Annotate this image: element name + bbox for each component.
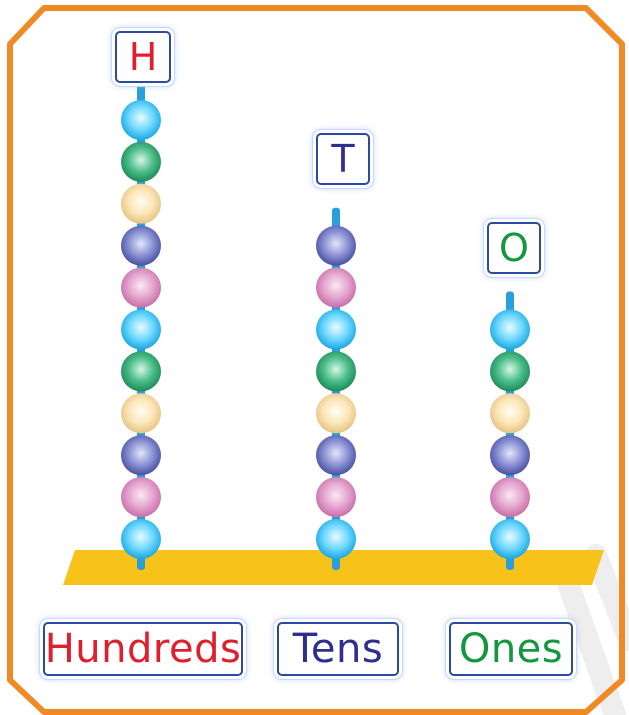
tens-name: Tens [292,626,384,672]
hundreds-bead [121,393,161,434]
tens-letter-label: T [316,133,370,185]
ones-bead [490,351,530,392]
tens-letter: T [331,137,355,181]
tens-bead [316,351,356,392]
tens-bead [316,267,356,308]
hundreds-bead [121,183,161,224]
hundreds-name: Hundreds [44,626,242,672]
ones-bead [490,309,530,350]
ones-bead [490,477,530,518]
tens-bead [316,309,356,350]
tens-bead [316,435,356,476]
diagram-frame [7,5,625,715]
ones-bead [490,435,530,476]
hundreds-bead [121,435,161,476]
hundreds-bead [121,519,161,559]
hundreds-bead [121,309,161,350]
hundreds-name-label: Hundreds [43,622,243,676]
hundreds-bead [121,141,161,182]
hundreds-bead [121,351,161,392]
tens-bead [316,225,356,266]
hundreds-bead [121,225,161,266]
tens-bead [316,477,356,518]
ones-letter-label: O [487,222,541,274]
hundreds-letter-label: H [115,31,171,83]
tens-bead [316,393,356,434]
ones-bead [490,393,530,434]
hundreds-bead [121,100,161,140]
ones-name: Ones [458,626,564,672]
hundreds-bead [121,477,161,518]
ones-letter: O [499,226,529,270]
hundreds-bead [121,267,161,308]
ones-bead [490,519,530,559]
tens-name-label: Tens [277,622,399,676]
hundreds-letter: H [128,35,158,79]
ones-name-label: Ones [449,622,573,676]
tens-bead [316,519,356,559]
